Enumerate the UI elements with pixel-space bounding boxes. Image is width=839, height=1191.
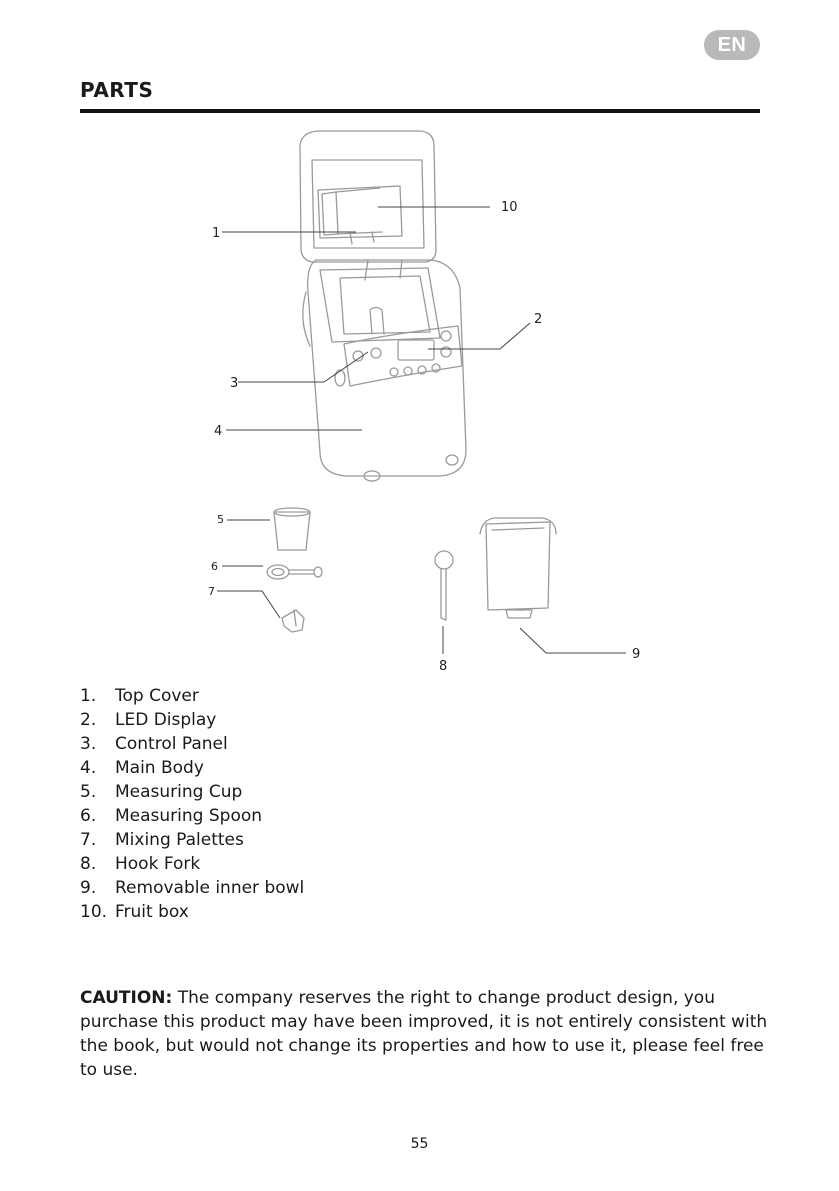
callout-5: 5 [217,513,224,526]
list-item-number: 9. [80,878,97,898]
list-item-number: 3. [80,734,97,754]
list-item-label: Fruit box [115,902,189,922]
list-item: 2. LED Display [80,708,304,732]
control-panel-illustration [343,325,463,387]
list-item-number: 7. [80,830,97,850]
hook-fork-illustration [434,550,454,621]
list-item-label: Top Cover [115,686,199,706]
measuring-cup-illustration [273,507,311,551]
list-item-number: 8. [80,854,97,874]
callout-4: 4 [214,424,222,439]
list-item: 6. Measuring Spoon [80,804,304,828]
callout-3: 3 [230,376,238,391]
measuring-spoon-illustration [266,564,323,580]
callout-8: 8 [439,659,447,674]
parts-list: 1. Top Cover 2. LED Display 3. Control Pane… [80,684,304,924]
list-item-label: Hook Fork [115,854,201,874]
list-item: 4. Main Body [80,756,304,780]
main-body-illustration [302,259,467,482]
list-item-label: Measuring Spoon [115,806,263,826]
list-item: 8. Hook Fork [80,852,304,876]
callout-10: 10 [501,200,518,215]
mixing-palette-illustration [281,609,305,633]
list-item-number: 5. [80,782,97,802]
list-item: 10. Fruit box [80,900,304,924]
callout-6: 6 [211,560,218,573]
callout-1: 1 [212,226,220,241]
list-item-number: 6. [80,806,97,826]
list-item-number: 1. [80,686,97,706]
caution-text: The company reserves the right to change… [80,988,768,1080]
list-item-number: 2. [80,710,97,730]
parts-diagram: 10 1 2 3 4 5 6 7 8 9 [208,130,640,674]
section-title: PARTS [80,78,154,102]
inner-bowl-illustration [479,517,557,619]
list-item: 5. Measuring Cup [80,780,304,804]
list-item-label: Mixing Palettes [115,830,244,850]
list-item-number: 4. [80,758,97,778]
list-item: 3. Control Panel [80,732,304,756]
callout-2: 2 [534,312,542,327]
list-item: 1. Top Cover [80,684,304,708]
list-item-label: Removable inner bowl [115,878,305,898]
callout-9: 9 [632,647,640,662]
list-item-label: Measuring Cup [115,782,243,802]
list-item: 7. Mixing Palettes [80,828,304,852]
list-item-label: LED Display [115,710,217,730]
title-rule [80,109,760,113]
caution-note: CAUTION: The company reserves the right … [80,986,770,1082]
page-number: 55 [410,1136,429,1152]
top-cover-illustration [299,130,437,263]
callout-7: 7 [208,585,215,598]
caution-label: CAUTION: [80,988,173,1008]
language-badge: EN [704,30,760,60]
list-item-number: 10. [80,902,108,922]
list-item: 9. Removable inner bowl [80,876,304,900]
list-item-label: Control Panel [115,734,228,754]
list-item-label: Main Body [115,758,204,778]
